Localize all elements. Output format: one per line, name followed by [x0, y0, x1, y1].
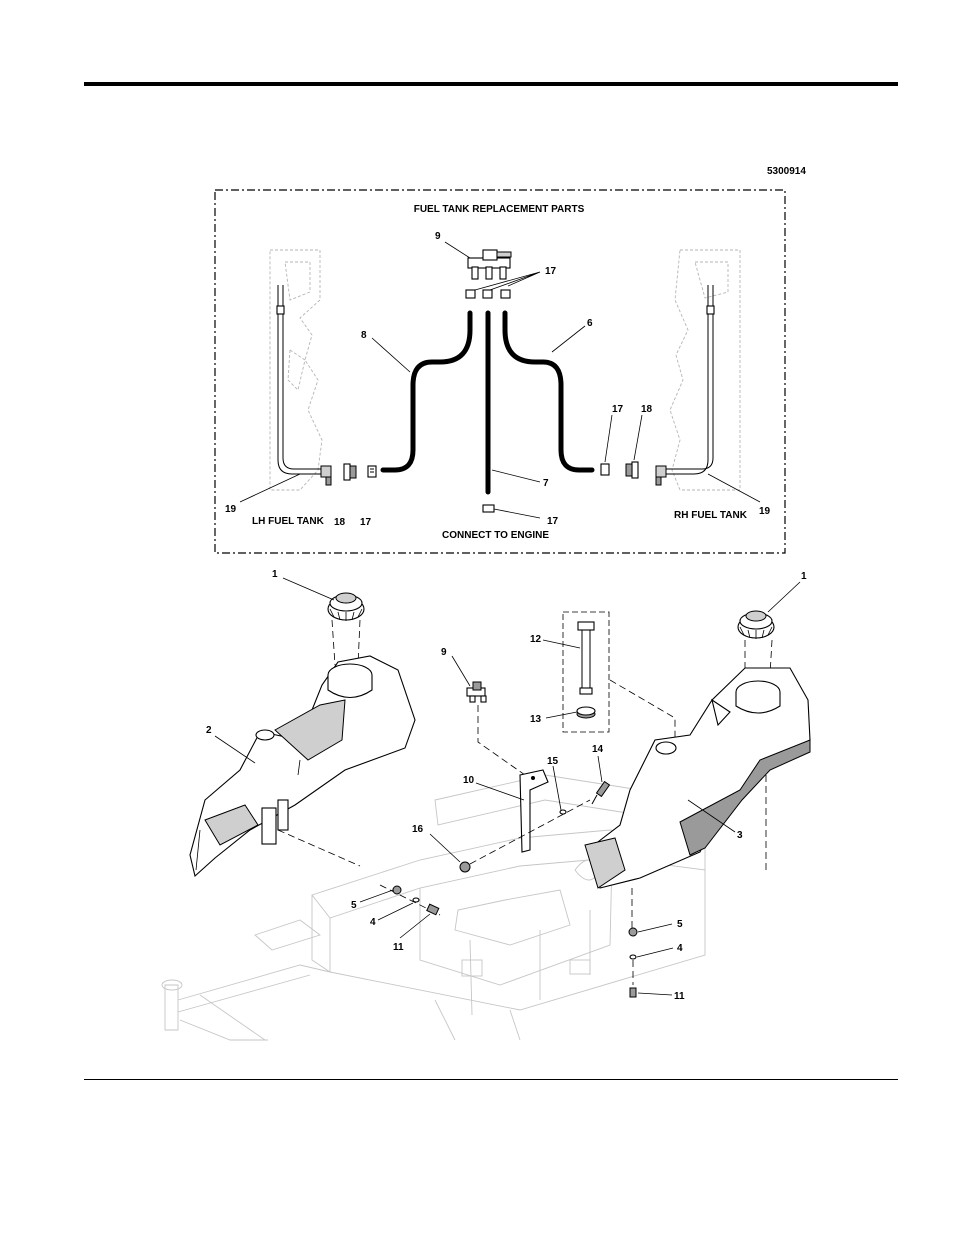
lh-grommet: [344, 464, 356, 480]
callout-14: 14: [592, 744, 604, 755]
valve-mount-path: [478, 705, 525, 775]
bracket-bolt: [592, 782, 609, 804]
leader-12: [543, 640, 580, 648]
callout-3: 3: [737, 830, 743, 841]
fuel-hose-lh: [383, 313, 470, 470]
valve-mounting-bracket: [520, 770, 548, 852]
callout-4-rh: 4: [677, 943, 683, 954]
leader-5-rh: [638, 924, 672, 932]
callout-11-rh: 11: [674, 991, 685, 1002]
rh-grommet: [626, 462, 638, 478]
leader-5-lh: [360, 890, 393, 902]
callout-18-lh: 18: [334, 517, 346, 528]
leader-16: [430, 834, 460, 862]
leader-4-lh: [378, 903, 413, 920]
leader-13: [546, 712, 577, 718]
lh-tank-mount-path: [278, 830, 360, 866]
lh-fuel-tank: [190, 656, 415, 876]
callout-9-inset: 9: [435, 231, 441, 242]
sender-grommet: [577, 707, 595, 718]
engine-hose-clamp: [483, 505, 494, 512]
rh-fuel-tank-label: RH FUEL TANK: [674, 510, 748, 521]
callout-11-lh: 11: [393, 942, 404, 953]
callout-18-rh: 18: [641, 404, 653, 415]
leader-6: [552, 326, 585, 352]
rh-fuel-pickup-tube: [656, 285, 714, 485]
leader-8: [372, 338, 410, 372]
leader-9-inset: [445, 242, 470, 258]
bracket-washer: [560, 810, 566, 814]
leader-1-lh: [283, 578, 334, 600]
inset-border: [215, 190, 785, 553]
leader-17-rh: [605, 415, 612, 462]
callout-6: 6: [587, 318, 593, 329]
callout-16: 16: [412, 824, 424, 835]
lh-fuel-cap: [328, 593, 364, 621]
callout-5-rh: 5: [677, 919, 683, 930]
leader-19-rh: [708, 474, 760, 502]
leader-4-rh: [637, 948, 673, 957]
leader-11-lh: [400, 914, 430, 938]
leader-17-valve: [475, 272, 540, 290]
callout-17-lh: 17: [360, 517, 372, 528]
leader-7: [492, 470, 540, 482]
callout-17-rh: 17: [612, 404, 624, 415]
leader-11-rh: [638, 993, 672, 995]
callout-10: 10: [463, 775, 475, 786]
callout-4-lh: 4: [370, 917, 376, 928]
callout-13: 13: [530, 714, 542, 725]
fuel-level-sender: [578, 622, 594, 694]
rh-mount-hardware: [629, 928, 637, 997]
leader-17-engine: [494, 509, 540, 518]
leader-1-rh: [768, 582, 800, 612]
rh-fuel-cap: [738, 611, 774, 639]
fuel-shutoff-valve: [468, 250, 511, 279]
rh-tank-ghost-outline: [670, 250, 740, 490]
callout-9-main: 9: [441, 647, 447, 658]
callout-19-lh: 19: [225, 504, 237, 515]
callout-17-valve: 17: [545, 266, 557, 277]
lh-mount-hardware: [380, 885, 440, 915]
callout-12: 12: [530, 634, 542, 645]
leader-15: [553, 766, 561, 810]
callout-7: 7: [543, 478, 549, 489]
lh-fuel-tank-label: LH FUEL TANK: [252, 516, 325, 527]
inset-title: FUEL TANK REPLACEMENT PARTS: [414, 204, 585, 215]
callout-19-rh: 19: [759, 506, 771, 517]
callout-17-engine: 17: [547, 516, 559, 527]
fuel-hose-rh: [505, 313, 592, 470]
rh-fuel-tank: [585, 668, 810, 888]
valve-hose-clamps: [466, 290, 510, 298]
callout-1-lh: 1: [272, 569, 278, 580]
bracket-nut: [460, 862, 470, 872]
sender-assembly-path: [610, 680, 675, 745]
leader-18-rh: [634, 415, 642, 460]
callout-5-lh: 5: [351, 900, 357, 911]
leader-2: [215, 736, 255, 763]
leader-14: [598, 756, 602, 782]
callout-15: 15: [547, 756, 559, 767]
connect-to-engine-label: CONNECT TO ENGINE: [442, 530, 549, 541]
callout-2: 2: [206, 725, 212, 736]
rh-hose-clamp: [601, 464, 609, 475]
callout-8: 8: [361, 330, 367, 341]
callout-1-rh: 1: [801, 571, 807, 582]
leader-9-main: [452, 656, 470, 686]
figure-number: 5300914: [767, 166, 806, 177]
